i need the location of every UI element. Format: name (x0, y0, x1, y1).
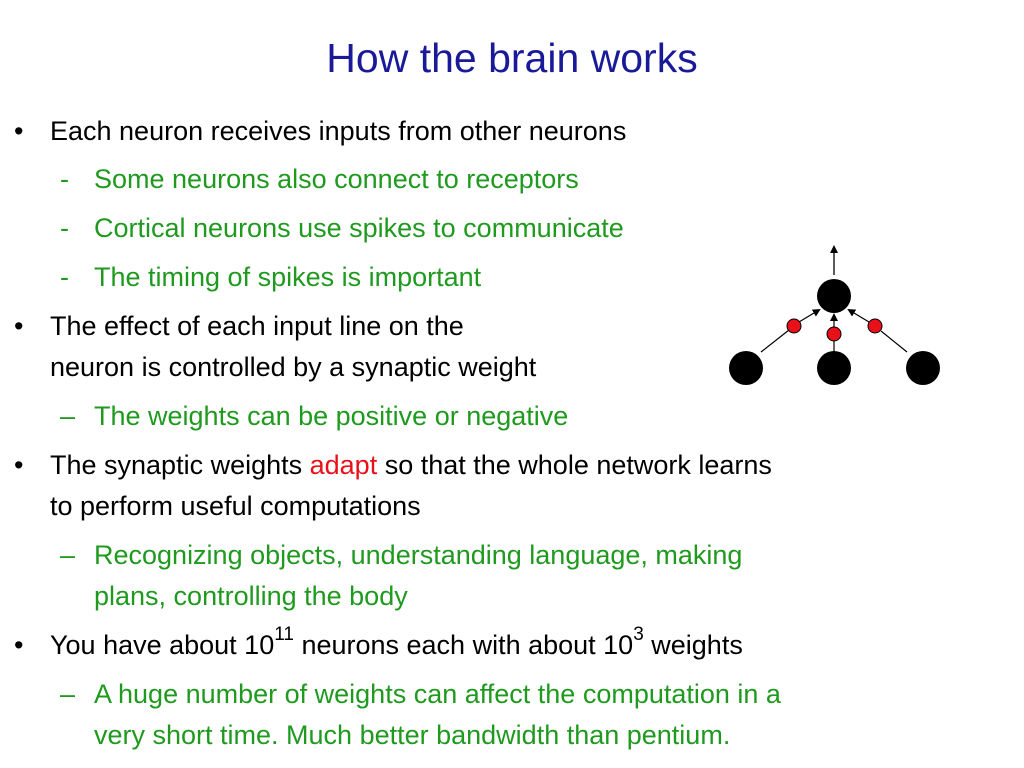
bullet-2-sub-1: The weights can be positive or negative (94, 401, 569, 431)
bullet-4-sub-1-line-1: A huge number of weights can affect the … (94, 679, 781, 709)
input-neuron-center (817, 351, 851, 385)
bullet-marker: • (14, 311, 24, 341)
sub-marker: – (60, 679, 76, 709)
synapse-left (786, 318, 802, 334)
connection-left-arrow (798, 308, 821, 323)
bullet-3-pre: The synaptic weights (50, 450, 310, 480)
bullet-3-line-1: The synaptic weights adapt so that the w… (50, 449, 772, 481)
bullet-3-sub-1-line-2: plans, controlling the body (94, 581, 408, 611)
bullet-4-line-1: You have about 1011 neurons each with ab… (50, 625, 743, 661)
neuron-diagram (729, 245, 940, 385)
bullet-4-sub-1-line-2: very short time. Much better bandwidth t… (94, 720, 731, 750)
bullet-2-line-1: The effect of each input line on the (50, 311, 464, 341)
sub-marker: – (60, 540, 76, 570)
connection-left (760, 329, 790, 353)
bullet-4-part-1: You have about 10 (50, 630, 275, 660)
connection-right-arrow (847, 308, 870, 323)
sub-marker: - (60, 164, 69, 194)
sub-marker: - (60, 213, 69, 243)
bullet-1-sub-1: Some neurons also connect to receptors (94, 164, 579, 194)
bullet-4-part-2: neurons each with about 10 (293, 630, 634, 660)
bullet-3-post: so that the whole network learns (377, 450, 772, 480)
sub-marker: - (60, 262, 69, 292)
exponent-3: 3 (633, 624, 644, 645)
synapse-right (867, 318, 883, 334)
bullet-marker: • (14, 630, 24, 660)
synapse-center (826, 326, 842, 342)
input-neuron-left (729, 351, 763, 385)
exponent-11: 11 (274, 624, 294, 645)
bullet-marker: • (14, 116, 24, 146)
bullet-1-sub-3: The timing of spikes is important (94, 262, 482, 292)
connection-right (880, 330, 908, 353)
bullet-3-line-2: to perform useful computations (50, 491, 421, 521)
adapt-highlight: adapt (309, 450, 378, 480)
input-neuron-right (906, 351, 940, 385)
bullet-3-sub-1-line-1: Recognizing objects, understanding langu… (94, 540, 743, 570)
bullet-1-sub-2: Cortical neurons use spikes to communica… (94, 213, 624, 243)
bullet-2-line-2: neuron is controlled by a synaptic weigh… (50, 352, 537, 382)
output-neuron (817, 279, 851, 313)
sub-marker: – (60, 401, 76, 431)
bullet-4-part-3: weights (643, 630, 743, 660)
slide-title: How the brain works (326, 35, 698, 81)
bullet-1-text: Each neuron receives inputs from other n… (50, 116, 627, 146)
bullet-marker: • (14, 450, 24, 480)
